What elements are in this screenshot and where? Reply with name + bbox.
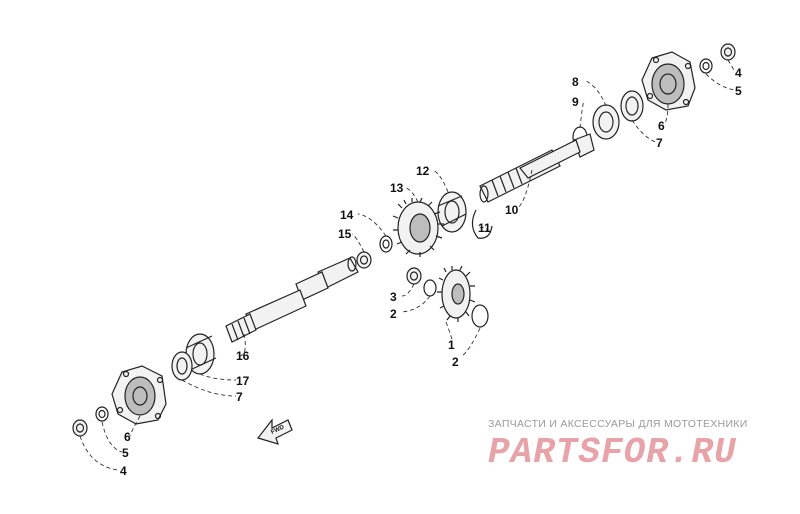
callout-1: 1 xyxy=(448,338,455,352)
lower-shaft xyxy=(225,256,359,343)
callout-9: 9 xyxy=(572,95,579,109)
callout-15: 15 xyxy=(338,227,352,241)
callout-7-lower: 7 xyxy=(236,390,243,404)
callout-12: 12 xyxy=(416,164,430,178)
fwd-label: FWD xyxy=(270,424,286,435)
callout-13: 13 xyxy=(390,181,404,195)
ring-gear xyxy=(392,197,444,257)
nut-washer-14-15 xyxy=(356,235,393,269)
callout-17: 17 xyxy=(236,374,250,388)
callout-7-upper: 7 xyxy=(656,136,663,150)
bearing-12 xyxy=(437,191,467,233)
callout-2-upper: 2 xyxy=(452,355,459,369)
callout-5-lower: 5 xyxy=(122,446,129,460)
callout-6-upper: 6 xyxy=(658,119,665,133)
callout-6-lower: 6 xyxy=(124,430,131,444)
callout-4-lower: 4 xyxy=(120,464,127,478)
callout-11: 11 xyxy=(478,221,491,235)
fwd-arrow-icon: FWD xyxy=(256,418,293,445)
snap-ring xyxy=(471,209,493,239)
lower-flange-assembly xyxy=(72,365,167,437)
callout-16: 16 xyxy=(236,349,250,363)
upper-flange-assembly xyxy=(572,43,736,148)
watermark-caption: ЗАПЧАСТИ И АКСЕССУАРЫ ДЛЯ МОТОТЕХНИКИ xyxy=(488,418,748,430)
leader-lines xyxy=(79,59,736,471)
callout-8: 8 xyxy=(572,75,579,89)
callout-5-upper: 5 xyxy=(735,84,742,98)
pinion-gear-assembly xyxy=(406,265,489,328)
seal-lower xyxy=(171,351,193,381)
callout-3: 3 xyxy=(390,290,397,304)
callout-2-lower: 2 xyxy=(390,307,397,321)
watermark-logo: PARTSFOR.RU xyxy=(488,432,737,473)
callout-14: 14 xyxy=(340,208,354,222)
upper-shaft xyxy=(479,133,595,203)
callout-numbers: 1 2 3 2 4 5 6 7 8 9 10 11 12 13 14 15 16… xyxy=(120,66,742,478)
callout-4-upper: 4 xyxy=(735,66,742,80)
callout-10: 10 xyxy=(505,203,519,217)
